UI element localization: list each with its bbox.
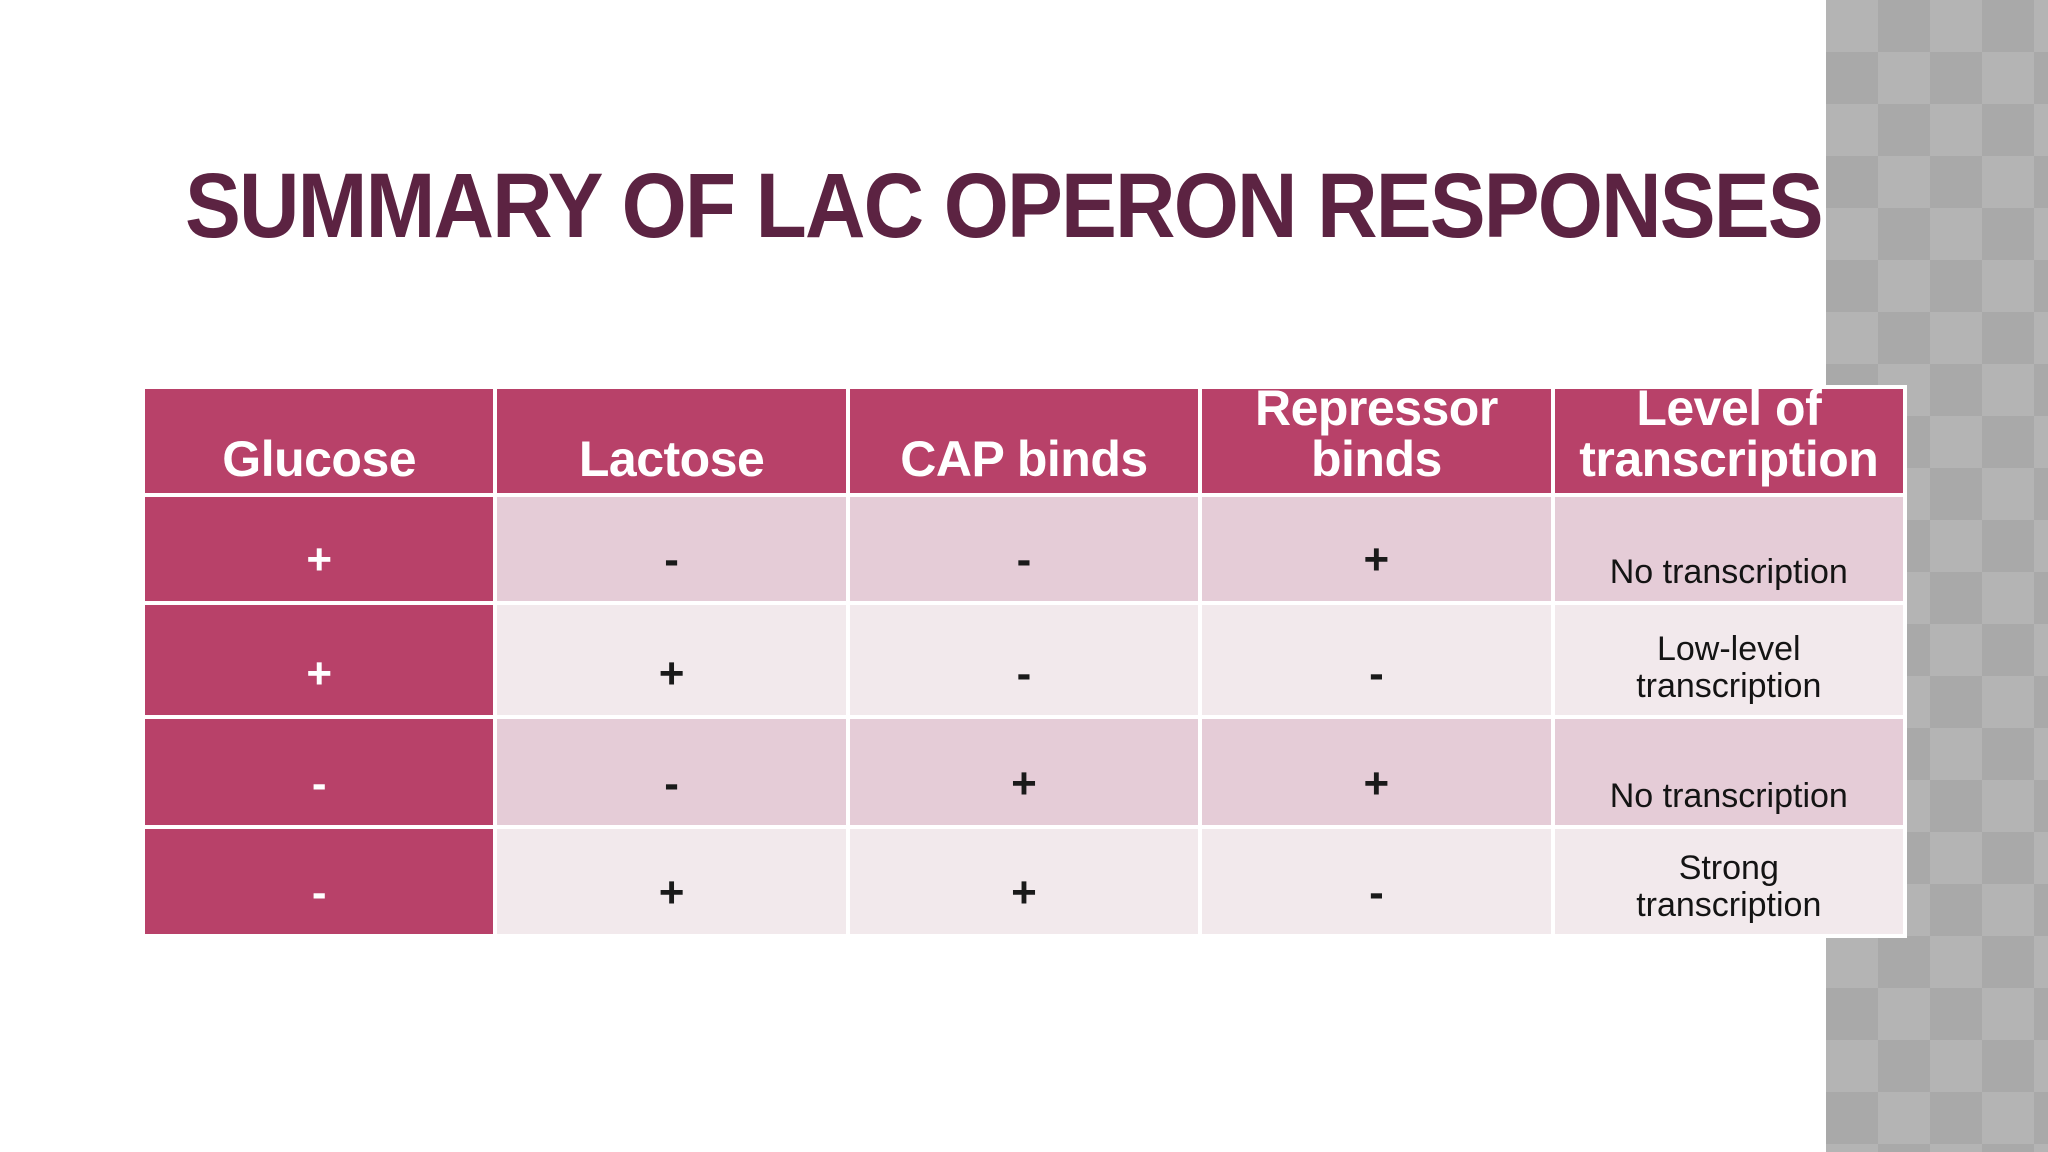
cell-r4-cap-binds: + [849, 829, 1199, 934]
cell-r2-repressor: - [1202, 605, 1551, 715]
cell-r4-repressor: - [1202, 829, 1551, 934]
cell-r2-glucose: + [145, 605, 494, 715]
background-pattern-strip [1826, 0, 2048, 1152]
cell-r4-lactose: + [497, 829, 846, 934]
cell-r3-level: No transcription [1554, 719, 1903, 825]
cell-r1-level: No transcription [1554, 497, 1903, 601]
cell-r2-cap-binds: - [849, 605, 1199, 715]
column-header-glucose: Glucose [145, 389, 494, 493]
lac-operon-table: Glucose Lactose CAP binds Repressor bind… [141, 383, 1907, 938]
slide-title: SUMMARY OF LAC OPERON RESPONSES [185, 155, 1824, 257]
column-header-cap-binds: CAP binds [849, 389, 1199, 493]
cell-r1-cap-binds: - [849, 497, 1199, 601]
column-header-level-of-transcription: Level of transcription [1554, 383, 1903, 493]
cell-r4-glucose: - [145, 829, 494, 934]
cell-r3-cap-binds: + [849, 719, 1199, 825]
cell-r1-glucose: + [145, 497, 494, 601]
cell-r3-lactose: - [497, 719, 846, 825]
cell-r3-repressor: + [1202, 719, 1551, 825]
cell-r4-level: Strong transcription [1554, 829, 1903, 934]
column-header-lactose: Lactose [497, 389, 846, 493]
column-header-repressor-binds: Repressor binds [1202, 383, 1551, 493]
cell-r3-glucose: - [145, 719, 494, 825]
cell-r2-lactose: + [497, 605, 846, 715]
cell-r1-lactose: - [497, 497, 846, 601]
cell-r1-repressor: + [1202, 497, 1551, 601]
cell-r2-level: Low-level transcription [1554, 605, 1903, 715]
